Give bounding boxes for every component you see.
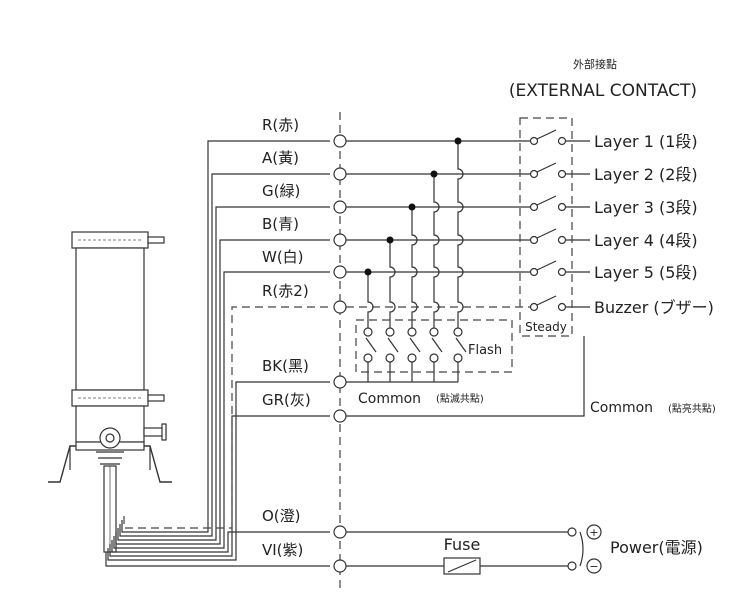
common-flash-sub: (點滅共點) [436,392,484,405]
lead-wires [105,140,330,567]
common-steady-wire [346,336,585,417]
layer-labels: Layer 1 (1段) Layer 2 (2段) Layer 3 (3段) L… [594,132,714,317]
signal-tower-icon [48,231,172,553]
common-steady-sub: (點亮共點) [668,402,716,415]
layer-label-1: Layer 1 (1段) [594,132,698,151]
fuse-label: Fuse [444,535,481,554]
steady-label: Steady [525,320,567,334]
steady-box [519,117,573,337]
wire-label-amber: A(黃) [262,149,299,167]
buzzer-label: Buzzer (ブザー) [594,298,714,317]
wire-label-violet: VI(紫) [262,541,303,559]
layer-label-2: Layer 2 (2段) [594,165,698,184]
wire-label-orange: O(澄) [262,507,301,525]
svg-text:−: − [589,560,598,573]
wire-label-red: R(赤) [262,116,299,134]
power-minus-terminal [567,561,577,571]
wire-label-white: W(白) [262,248,304,266]
layer-label-4: Layer 4 (4段) [594,231,698,250]
wire-labels: R(赤) A(黃) G(緑) B(青) W(白) R(赤2) BK(黑) GR(… [262,116,311,559]
external-contact-title-en: (EXTERNAL CONTACT) [509,81,697,101]
layer-label-3: Layer 3 (3段) [594,198,698,217]
junction-dots [364,137,462,276]
common-steady-label: Common [590,400,653,416]
wire-label-red2: R(赤2) [262,282,309,300]
common-flash-label: Common [358,391,421,407]
external-contact-title-cjk: 外部接點 [573,57,617,71]
plus-sign-icon [586,524,602,540]
flash-label: Flash [468,343,502,358]
power-label: Power(電源) [610,538,703,557]
layer-label-5: Layer 5 (5段) [594,263,698,282]
flash-switches [363,327,467,382]
power-plus-terminal [567,527,577,537]
flash-branch-wires [367,141,464,328]
minus-sign-icon [586,558,602,574]
power-bracket [579,531,584,567]
wire-label-black: BK(黑) [262,357,309,375]
contact-lines [346,140,590,308]
wire-label-blue: B(青) [262,215,299,233]
wire-label-gray: GR(灰) [262,391,311,409]
steady-switches [529,129,567,312]
svg-text:+: + [589,526,598,539]
wire-label-green: G(緑) [262,182,300,200]
